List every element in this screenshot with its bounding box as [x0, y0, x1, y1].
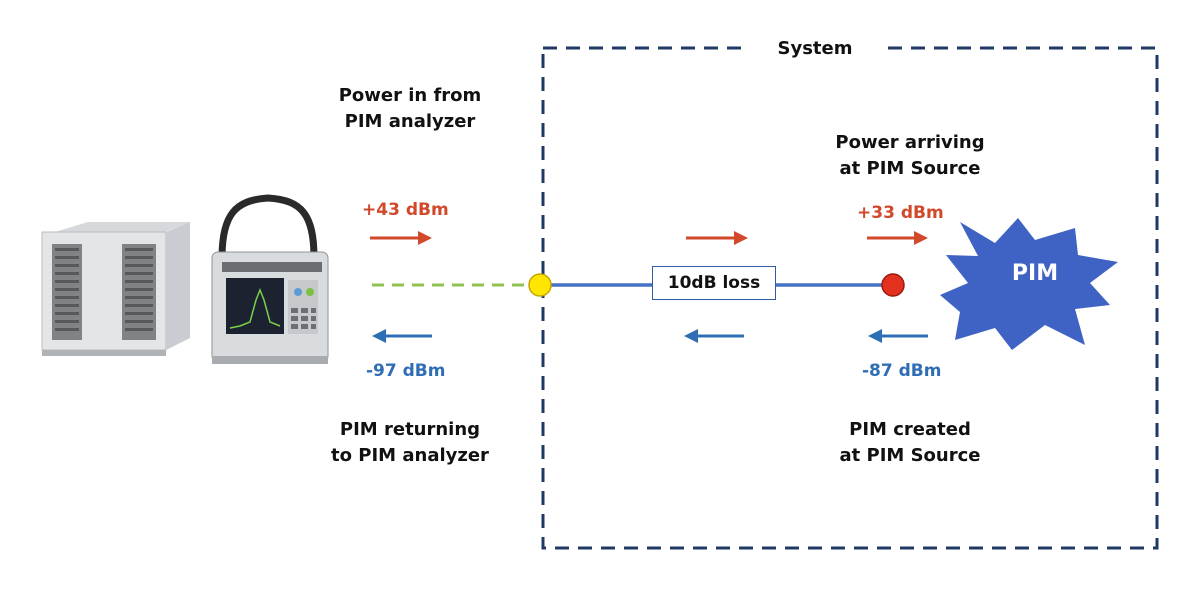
pim-return-line1: PIM returning	[339, 419, 481, 440]
pim-return-value: -97 dBm	[366, 361, 446, 381]
pim-return-label: PIM returning to PIM analyzer	[300, 417, 520, 469]
power-arriving-value: +33 dBm	[857, 203, 944, 223]
forward-arrow-2	[686, 231, 748, 245]
forward-arrow-3	[867, 231, 928, 245]
reverse-arrow-1	[372, 329, 432, 343]
pim-source-dot	[881, 273, 905, 297]
power-arriving-line2: at PIM Source	[839, 158, 981, 179]
loss-label: 10dB loss	[667, 273, 761, 293]
pim-created-line2: at PIM Source	[839, 445, 981, 466]
pim-burst	[940, 218, 1118, 350]
pim-created-value: -87 dBm	[862, 361, 942, 381]
forward-arrow-1	[370, 231, 432, 245]
pim-created-label: PIM created at PIM Source	[810, 417, 1010, 469]
loss-box: 10dB loss	[652, 266, 776, 300]
reverse-arrow-2	[684, 329, 744, 343]
power-in-line2: PIM analyzer	[344, 111, 476, 132]
power-in-line1: Power in from	[338, 85, 482, 106]
power-arriving-line1: Power arriving	[835, 132, 985, 153]
power-in-label: Power in from PIM analyzer	[300, 83, 520, 135]
reverse-arrow-3	[868, 329, 928, 343]
system-title: System	[745, 38, 885, 59]
connector-dot	[528, 273, 552, 297]
pim-label: PIM	[1011, 261, 1059, 286]
rack-unit-image	[41, 222, 190, 356]
pim-return-line2: to PIM analyzer	[331, 445, 489, 466]
pim-created-line1: PIM created	[849, 419, 971, 440]
power-arriving-label: Power arriving at PIM Source	[810, 130, 1010, 182]
pim-analyzer-image	[211, 194, 329, 364]
power-in-value: +43 dBm	[362, 200, 449, 220]
